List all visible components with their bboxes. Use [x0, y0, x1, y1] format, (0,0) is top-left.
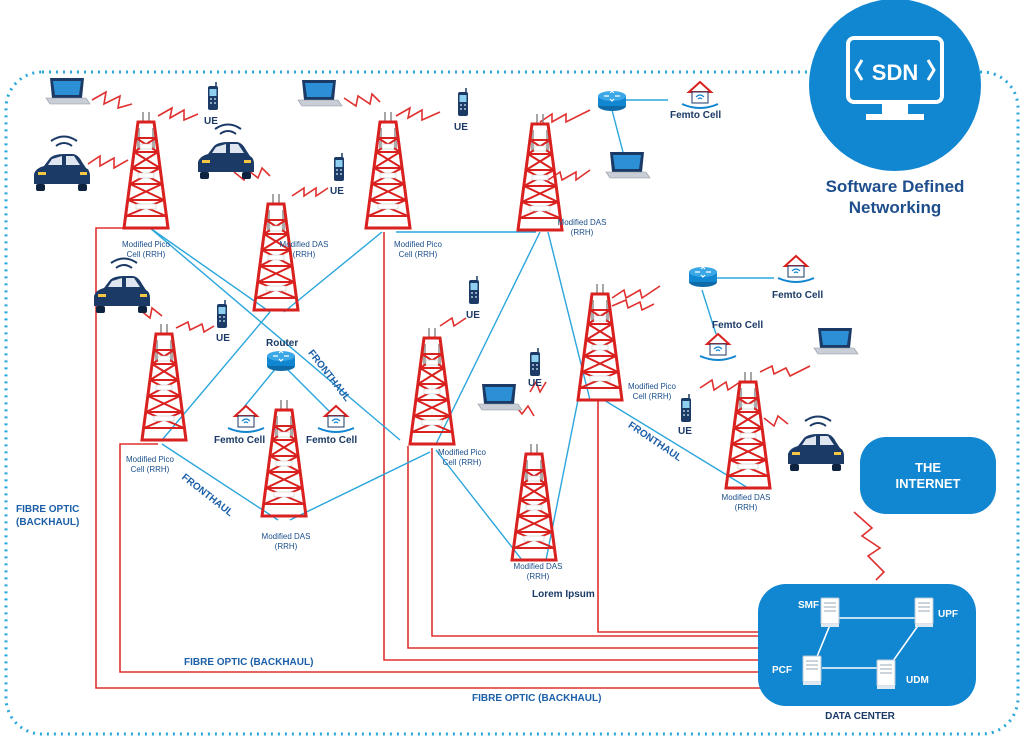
- tower-das-5: [724, 370, 772, 490]
- das-label: Modified DAS (RRH): [721, 493, 771, 512]
- internet-cloud: THE INTERNET: [860, 437, 996, 514]
- femto-cell-icon: [681, 81, 719, 109]
- pico-cell-label: Modified Pico Cell (RRH): [437, 448, 487, 467]
- network-boundary: [4, 70, 1020, 736]
- femto-cell-label: Femto Cell: [772, 290, 824, 301]
- fibre-backhaul-lines: [95, 227, 762, 689]
- phone-icon: [207, 81, 219, 111]
- car-icon: [93, 257, 151, 314]
- data-center: [758, 584, 976, 706]
- das-label: Modified DAS (RRH): [279, 240, 329, 259]
- femto-cell-icon: [699, 333, 737, 361]
- ue-label: UE: [216, 333, 230, 344]
- ue-label: UE: [204, 116, 218, 127]
- ue-label: UE: [330, 186, 344, 197]
- ue-label: UE: [466, 310, 480, 321]
- sdn-badge-text: SDN: [872, 60, 918, 85]
- femto-cell-icon: [227, 405, 265, 433]
- laptop-icon: [297, 79, 343, 107]
- udm-node-label: UDM: [906, 675, 929, 686]
- laptop-icon: [813, 327, 859, 355]
- laptop-icon: [45, 77, 91, 105]
- lorem-label: Lorem Ipsum: [532, 589, 595, 600]
- router-label: Router: [266, 338, 299, 349]
- phone-icon: [216, 299, 228, 329]
- femto-cell-icon: [317, 405, 355, 433]
- wireless-links: [87, 90, 886, 581]
- femto-cell-label: Femto Cell: [712, 320, 764, 331]
- phone-icon: [529, 347, 541, 377]
- tower-pico-3: [140, 322, 188, 442]
- phone-icon: [680, 393, 692, 423]
- pico-cell-label: Modified Pico Cell (RRH): [393, 240, 443, 259]
- sdn-title: Software Defined Networking: [800, 176, 990, 218]
- femto-cell-label: Femto Cell: [214, 435, 266, 446]
- pico-cell-label: Modified Pico Cell (RRH): [121, 240, 171, 259]
- smf-node-label: SMF: [798, 600, 820, 611]
- phone-icon: [468, 275, 480, 305]
- tower-pico-5: [576, 282, 624, 402]
- car-icon: [33, 135, 91, 192]
- tower-das-3: [260, 398, 308, 518]
- pcf-node-label: PCF: [772, 665, 792, 676]
- car-icon: [787, 415, 845, 472]
- laptop-icon: [477, 383, 523, 411]
- femto-cell-label: Femto Cell: [306, 435, 358, 446]
- femto-cell-label: Femto Cell: [670, 110, 722, 121]
- pico-cell-label: Modified Pico Cell (RRH): [627, 382, 677, 401]
- sdn-badge: SDN: [809, 0, 981, 171]
- router-icon: [597, 90, 627, 112]
- das-label: Modified DAS (RRH): [261, 532, 311, 551]
- ue-label: UE: [678, 426, 692, 437]
- phone-icon: [333, 152, 345, 182]
- fibre-optic-side-label: FIBRE OPTIC (BACKHAUL): [16, 504, 80, 528]
- router-icon: [688, 266, 718, 288]
- tower-das-2: [516, 112, 564, 232]
- phone-icon: [457, 87, 469, 117]
- laptop-icon: [605, 151, 651, 179]
- das-label: Modified DAS (RRH): [513, 562, 563, 581]
- tower-pico-1: [122, 110, 170, 230]
- tower-pico-2: [364, 110, 412, 230]
- ue-label: UE: [454, 122, 468, 133]
- fibre-optic-label: FIBRE OPTIC (BACKHAUL): [184, 657, 314, 668]
- femto-cell-icon: [777, 255, 815, 283]
- ue-label: UE: [528, 378, 542, 389]
- sdn-title-line2: Networking: [848, 198, 942, 217]
- das-label: Modified DAS (RRH): [557, 218, 607, 237]
- fibre-optic-label: FIBRE OPTIC (BACKHAUL): [472, 693, 602, 704]
- car-icon: [197, 123, 255, 180]
- pico-cell-label: Modified Pico Cell (RRH): [125, 455, 175, 474]
- internet-line1: THE: [915, 459, 941, 475]
- router-icon: [266, 350, 296, 372]
- sdn-title-line1: Software Defined: [825, 177, 965, 196]
- data-center-label: DATA CENTER: [825, 711, 895, 722]
- tower-pico-4: [408, 326, 456, 446]
- internet-line2: INTERNET: [895, 475, 961, 491]
- upf-node-label: UPF: [938, 609, 958, 620]
